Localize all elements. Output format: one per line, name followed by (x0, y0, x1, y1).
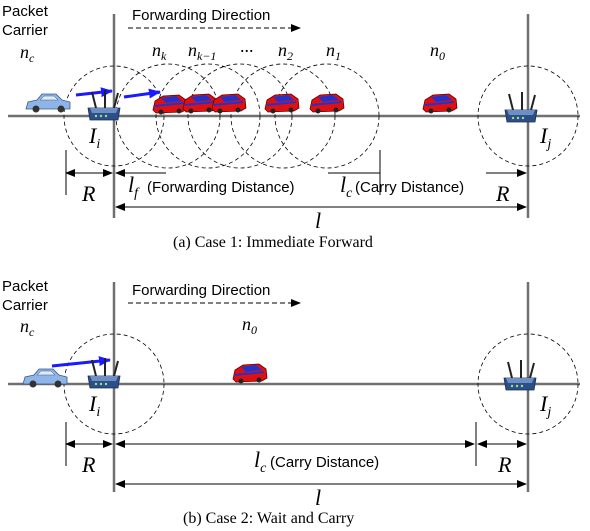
caption-b: (b) Case 2: Wait and Carry (183, 510, 354, 527)
n-0-label-b: n0 (242, 314, 257, 337)
lc-label-a: lc (340, 172, 353, 201)
carrier-car-icon-a (25, 93, 71, 113)
r-right-label-a: R (495, 181, 510, 206)
lf-desc-label: (Forwarding Distance) (147, 179, 295, 196)
range-circle-ij (477, 65, 579, 167)
intersection-ii-label-a: Ii (88, 123, 100, 152)
transfer-arrow-a-2 (123, 88, 161, 99)
caption-a: (a) Case 1: Immediate Forward (173, 234, 373, 251)
packet-carrier-label-b-1: Packet (2, 278, 49, 295)
range-circle-nk1 (155, 63, 261, 169)
intersection-ij-label-a: Ij (539, 123, 551, 152)
n-2-label: n2 (278, 40, 293, 63)
packet-carrier-label-b-2: Carrier (2, 297, 48, 314)
r-right-label-b: R (497, 452, 512, 477)
vehicle-icon-nk1 (182, 93, 218, 115)
router-icon-ij-a (504, 91, 538, 123)
n-c-label-b: nc (20, 316, 35, 339)
ellipsis-label: ... (240, 36, 254, 56)
range-circle-mid (187, 63, 293, 169)
range-circle-ij-b (477, 333, 579, 435)
l-label-a: l (315, 208, 321, 233)
lf-label: lf (128, 172, 140, 201)
r-left-label-a: R (81, 181, 96, 206)
transfer-arrow-b (51, 356, 111, 368)
vehicle-icon-nk (152, 94, 188, 116)
range-circle-n1 (274, 63, 380, 169)
vehicle-icon-n1 (309, 93, 345, 115)
r-left-label-b: R (81, 452, 96, 477)
lc-desc-label-a: (Carry Distance) (355, 179, 464, 196)
range-circle-ii (63, 65, 165, 167)
n-k1-label: nk−1 (188, 40, 216, 63)
l-label-b: l (315, 485, 321, 510)
vehicle-icon-mid (211, 93, 247, 115)
range-circle-n2 (230, 63, 336, 169)
n-0-label-a: n0 (430, 40, 445, 63)
lc-label-b: lc (254, 447, 267, 476)
panel-b: Forwarding Direction Packet Carrier nc n… (2, 278, 580, 527)
vehicle-icon-n0-b (232, 363, 268, 385)
n-1-label: n1 (326, 40, 341, 63)
intersection-ii-label-b: Ii (88, 391, 100, 420)
n-c-label-a: nc (20, 42, 35, 65)
lc-desc-label-b: (Carry Distance) (270, 454, 379, 471)
packet-carrier-label-a-1: Packet (2, 3, 49, 20)
packet-carrier-label-a-2: Carrier (2, 22, 48, 39)
transfer-arrow-a-1 (75, 87, 113, 98)
vehicle-icon-n2 (264, 93, 300, 115)
forwarding-direction-label-b: Forwarding Direction (132, 282, 270, 299)
vehicle-icon-n0-a (422, 93, 458, 115)
panel-a: Forwarding Direction Packet Carrier nc n… (2, 3, 580, 251)
forwarding-direction-label-a: Forwarding Direction (132, 7, 270, 24)
n-k-label: nk (152, 40, 167, 63)
router-icon-ij-b (503, 359, 537, 391)
intersection-ij-label-b: Ij (539, 391, 551, 420)
